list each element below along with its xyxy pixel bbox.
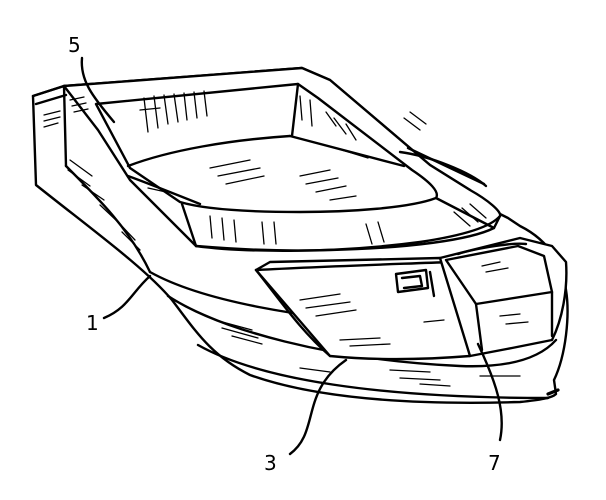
- bow-tip: [546, 388, 560, 396]
- ref-numeral-7: 7: [488, 451, 501, 475]
- cabin-top: [62, 66, 502, 252]
- ref-numeral-3: 3: [264, 451, 277, 475]
- console: [394, 236, 568, 358]
- ref-numeral-5: 5: [68, 33, 81, 57]
- leader-lines: [80, 56, 503, 456]
- leader-7: [476, 342, 503, 442]
- leader-1: [102, 274, 152, 320]
- ref-numeral-1: 1: [86, 311, 99, 335]
- leader-3: [288, 358, 348, 456]
- leader-5: [80, 56, 116, 124]
